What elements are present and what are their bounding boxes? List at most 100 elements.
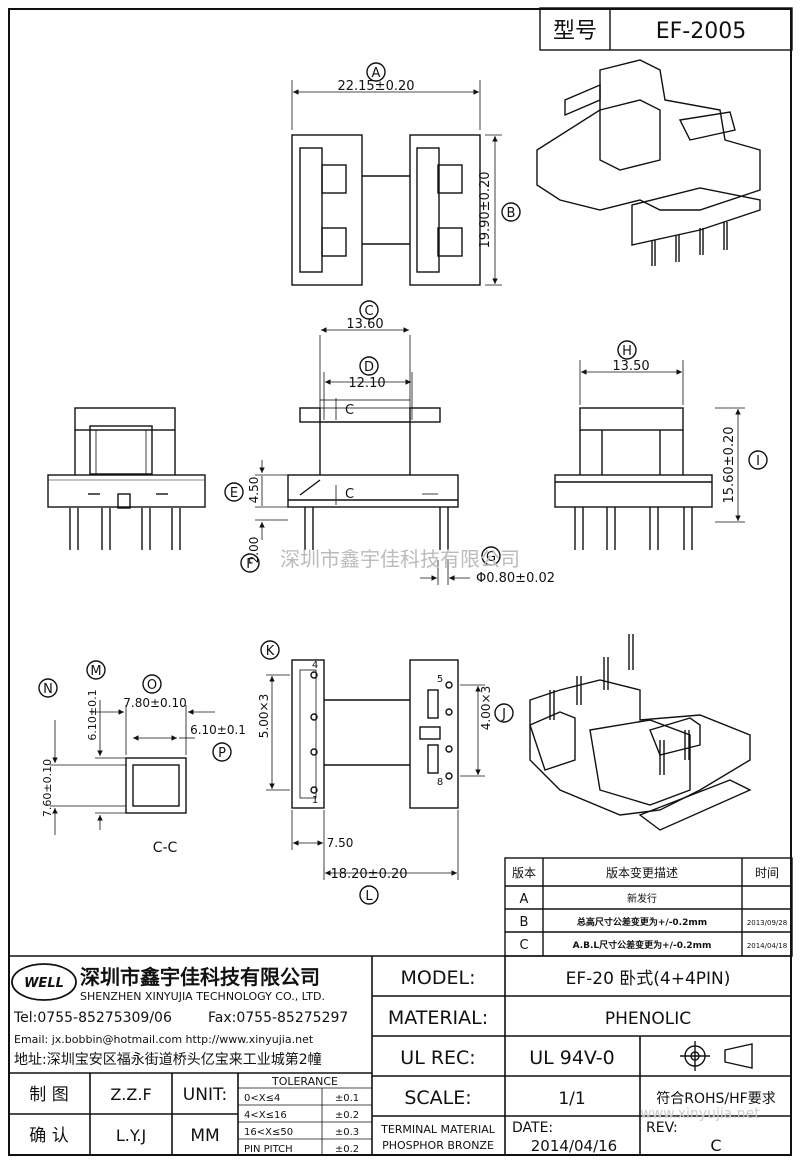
callout-B [501,202,521,222]
dim-B: 19.90±0.20 [478,171,493,248]
company-email: Email: jx.bobbin@hotmail.com http://www.… [14,1033,314,1046]
callout-M [86,660,106,680]
callout-P [212,742,232,762]
logo-oval [11,963,77,1001]
terminal-material-label: TERMINAL MATERIAL [380,1123,496,1136]
label-B: B [507,206,516,221]
callout-L [359,885,379,905]
pin-8: 8 [437,777,443,788]
rev-value: C [710,1136,721,1155]
callout-H [617,340,637,360]
section-mark-bottom: C [345,487,354,502]
isometric-view-bottom [529,634,752,831]
label-O: O [147,678,157,693]
section-cc [50,700,215,835]
pin-5: 5 [437,674,443,685]
tol-range-3: 16<X≤50 [244,1127,293,1138]
label-D: D [364,360,374,375]
label-J: J [501,707,506,722]
pin-1: 1 [312,795,318,806]
bottom-view [266,659,485,880]
scale-value: 1/1 [558,1089,585,1109]
label-H: H [622,344,632,359]
label-K: K [266,644,275,659]
projection-symbols [680,1041,753,1071]
rev-label: REV: [646,1120,678,1136]
watermark-url: www.xinyujia.net [640,1106,760,1122]
tol-val-4: ±0.2 [335,1144,359,1155]
end-view [554,360,745,550]
date-label: DATE: [512,1120,553,1136]
draw-label: 制 图 [29,1085,68,1105]
dim-I: 15.60±0.20 [722,426,737,503]
callout-O [142,674,162,694]
rev-row-a-desc: 新发行 [627,892,657,905]
tol-range-2: 4<X≤16 [244,1110,287,1121]
tol-range-1: 0<X≤4 [244,1093,280,1104]
company-address: 地址:深圳宝安区福永街道桥头亿宝来工业城第2幢 [14,1051,322,1068]
tol-val-3: ±0.3 [335,1127,359,1138]
unit-value: MM [190,1126,219,1146]
model-value: EF-20 卧式(4+4PIN) [566,969,731,989]
dim-N: 7.60±0.10 [41,759,54,817]
label-P: P [218,746,226,761]
draw-value: Z.Z.F [110,1085,151,1104]
scale-label: SCALE: [404,1087,471,1109]
dim-H: 13.50 [612,359,649,374]
label-C: C [364,304,373,319]
rev-row-c-desc: A.B.L尺寸公差变更为+/-0.2mm [573,939,712,951]
tol-val-2: ±0.2 [335,1110,359,1121]
callout-E [224,482,244,502]
header-box [539,7,793,51]
dim-7-50: 7.50 [327,836,354,850]
dim-C: 13.60 [346,317,383,332]
callout-G [481,546,501,566]
callout-J [494,703,514,723]
header-model-label: 型号 [553,19,597,44]
company-name-en: SHENZHEN XINYUJIA TECHNOLOGY CO., LTD. [80,990,325,1003]
label-A: A [372,66,381,81]
isometric-view-top [536,59,761,266]
section-mark-top: C [345,403,354,418]
callout-F [240,553,260,573]
callout-A [366,62,386,82]
label-F: F [246,557,253,572]
rev-header-desc: 版本变更描述 [606,865,678,880]
dim-K: 5.00×3 [257,694,271,738]
label-I: I [756,454,760,469]
section-label-cc: C-C [153,840,178,856]
company-fax: Fax:0755-85275297 [208,1010,348,1026]
rev-header-date: 时间 [755,866,779,880]
rev-row-c-date: 2014/04/18 [747,942,787,950]
rev-row-b-date: 2013/09/28 [747,919,787,927]
tol-range-4: PIN PITCH [244,1144,293,1155]
model-label: MODEL: [401,967,476,989]
rohs-note: 符合ROHS/HF要求 [656,1091,775,1107]
company-logo: WELL [24,976,64,991]
rev-row-b-ver: B [520,915,529,930]
callout-N [38,678,58,698]
tolerance-title: TOLERANCE [271,1075,338,1088]
ulrec-label: UL REC: [400,1047,475,1069]
dim-L: 18.20±0.20 [330,867,407,882]
dim-O: 7.80±0.10 [123,696,187,710]
watermark: 深圳市鑫宇佳科技有限公司 [280,547,520,571]
callout-C [359,300,379,320]
callout-K [260,640,280,660]
front-view [47,407,206,550]
material-value: PHENOLIC [605,1009,691,1029]
callout-I [748,450,768,470]
label-G: G [486,550,496,565]
dim-D: 12.10 [348,376,385,391]
top-view [291,80,502,286]
tolerance-lines [238,1087,372,1156]
check-label: 确 认 [29,1126,68,1146]
title-block-lines [8,955,792,1156]
rev-row-c-ver: C [519,938,528,953]
ulrec-value: UL 94V-0 [529,1047,615,1069]
company-name-cn: 深圳市鑫宇佳科技有限公司 [80,965,320,989]
label-E: E [230,486,238,501]
dim-E: 4.50 [247,477,261,504]
terminal-material-value: PHOSPHOR BRONZE [382,1139,494,1152]
